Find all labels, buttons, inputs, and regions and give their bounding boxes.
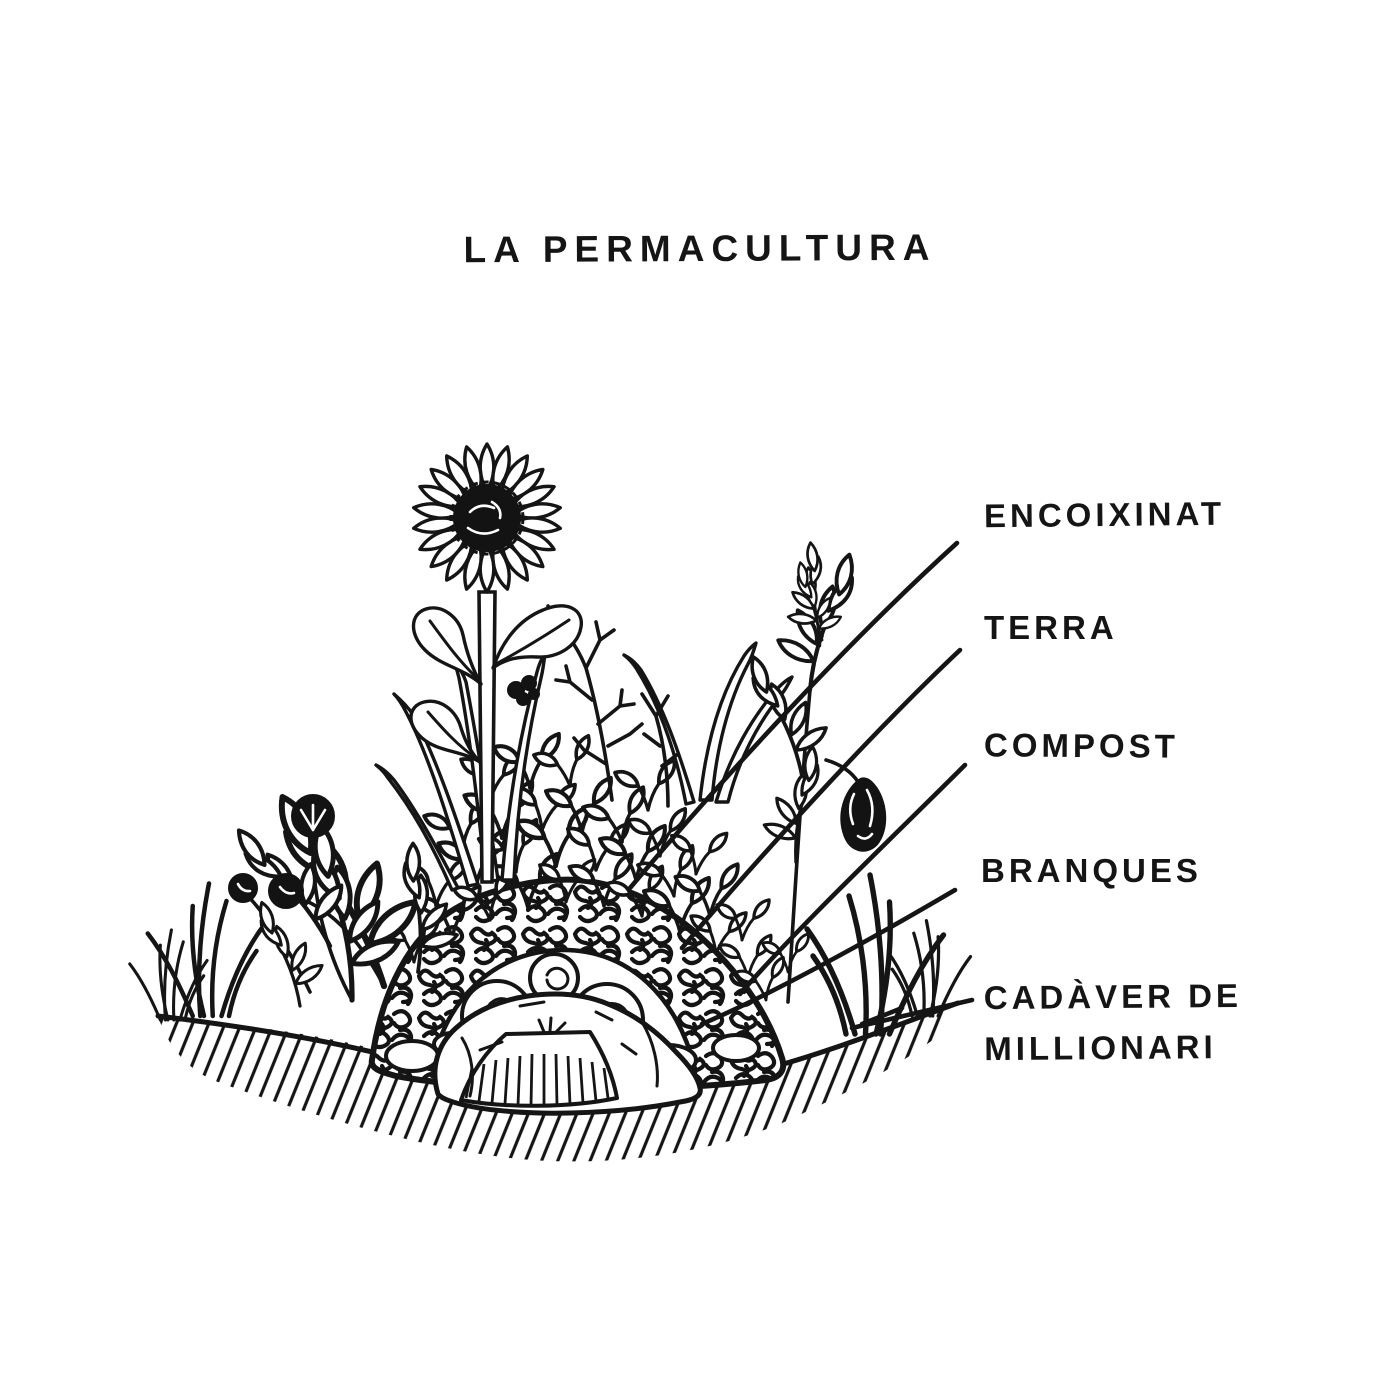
label-cadaver: CADÀVER DE MILLIONARI (984, 970, 1243, 1074)
leader-terra (679, 647, 963, 951)
label-branques: BRANQUES (981, 852, 1202, 889)
berry (228, 873, 258, 903)
leader-branques (699, 887, 958, 1027)
right-plant (739, 540, 887, 1004)
sunflower-center (453, 484, 521, 552)
stone (384, 1039, 440, 1073)
label-encoixinat: ENCOIXINAT (983, 494, 1226, 535)
sunflower-head (411, 442, 563, 594)
label-terra: TERRA (984, 609, 1118, 646)
ground-hatching (158, 1003, 958, 1162)
grass-tuft-left (128, 884, 262, 1022)
label-cadaver-line2: MILLIONARI (984, 1028, 1217, 1068)
dark-fruit (840, 777, 887, 852)
millionaire-corpse (432, 991, 703, 1116)
left-shrub (228, 795, 487, 1008)
stone (711, 1033, 761, 1063)
leader-cadaver (849, 997, 975, 1031)
leader-encoixinat (627, 540, 960, 891)
leader-compost (737, 762, 968, 997)
leader-lines (627, 540, 975, 1031)
ground-line-right (759, 1000, 961, 1073)
label-compost: COMPOST (983, 726, 1179, 765)
bud-cluster (507, 675, 540, 706)
long-leaves (374, 641, 794, 892)
sunflower-stem (477, 590, 497, 884)
label-cadaver-line1: CADÀVER DE (983, 976, 1243, 1017)
sunflower (409, 442, 583, 884)
